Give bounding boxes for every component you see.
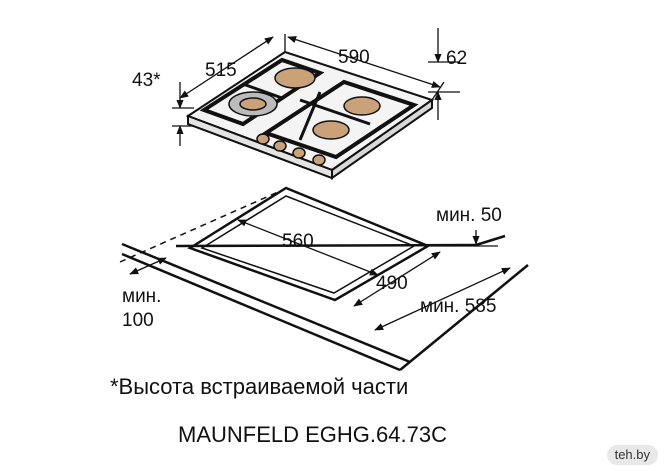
knob-4	[312, 154, 326, 166]
countertop-front-edge	[121, 242, 411, 364]
label-height-total: 62	[446, 48, 467, 69]
knob-3	[292, 147, 306, 159]
cutout-outer	[187, 186, 431, 302]
burner-rear-right	[343, 96, 381, 116]
label-depth: 515	[205, 60, 237, 81]
dim-line-min-side	[129, 257, 167, 275]
dim-line-min-front	[374, 267, 511, 331]
label-cutout-depth: 490	[376, 273, 408, 294]
model-name: MAUNFELD EGHG.64.73C	[178, 422, 447, 447]
hob-side-edge	[331, 98, 433, 180]
knob-2	[273, 140, 287, 152]
label-min-side-line1: мин.	[122, 286, 161, 307]
watermark-logo: teh.by	[606, 445, 658, 465]
dim-line-width	[287, 36, 441, 88]
cutout-dimension-lines	[129, 219, 511, 331]
countertop-drawing	[119, 186, 529, 372]
label-min-front: мин. 585	[420, 296, 496, 317]
knob-1	[256, 133, 270, 145]
label-cutout-width: 560	[282, 231, 314, 252]
control-knobs	[256, 133, 326, 166]
hob-dimension-lines	[172, 28, 460, 146]
label-min-rear: мин. 50	[436, 205, 502, 226]
footnote-builtin-height: *Высота встраиваемой части	[110, 374, 409, 399]
label-height-builtin: 43*	[132, 70, 161, 91]
cutout-inner	[200, 195, 416, 294]
label-width: 590	[338, 47, 370, 68]
label-min-side-line2: 100	[122, 310, 154, 331]
dim-line-depth	[179, 36, 274, 99]
burner-rear-left	[274, 67, 316, 89]
countertop-dashed-edge	[119, 191, 279, 263]
burner-front-right	[312, 120, 350, 140]
